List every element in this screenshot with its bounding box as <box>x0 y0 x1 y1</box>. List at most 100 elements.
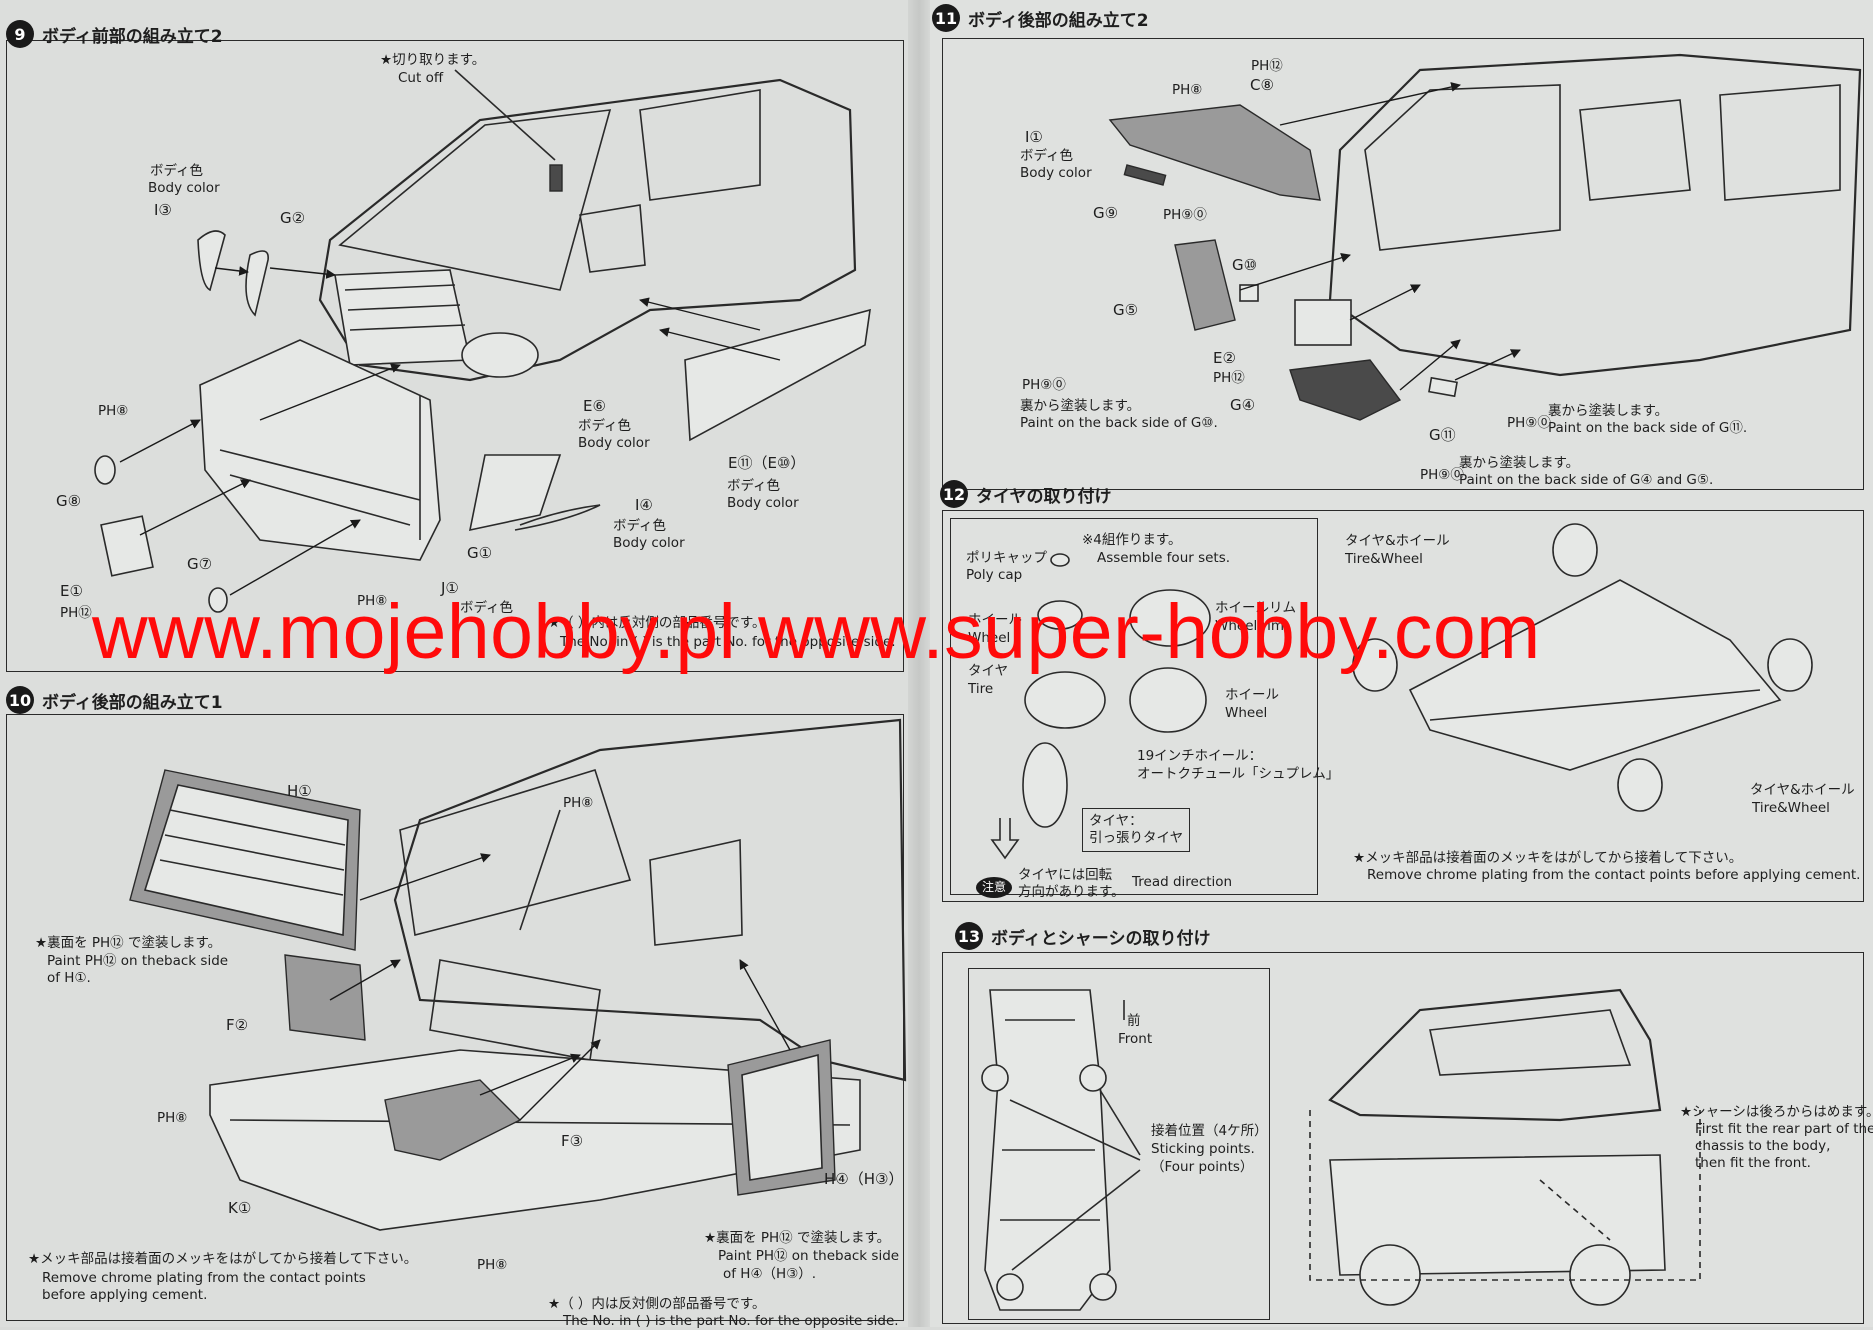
label-c8: C⑧ <box>1250 76 1274 94</box>
g45-back-paint-en: Paint on the back side of G④ and G⑤. <box>1459 472 1714 488</box>
wheel-jp: ホイール <box>1225 687 1279 703</box>
part-f3-lamp <box>384 1079 522 1161</box>
tire-wheel-fr <box>1767 638 1813 692</box>
h1-paint-en-1: Paint PH⑫ on theback side <box>47 953 229 969</box>
caution-label: 注意 <box>976 877 1013 898</box>
label-e2: E② <box>1213 349 1236 367</box>
wheel19-jp-1: 19インチホイール： <box>1137 748 1263 764</box>
cut-off-en: Cut off <box>398 70 444 86</box>
label-i4: I④ <box>635 496 653 514</box>
step11-frame <box>942 38 1864 490</box>
part-e1-plate <box>100 515 154 577</box>
step9-body-color-en: Body color <box>148 180 220 196</box>
front-en: Front <box>1118 1031 1153 1047</box>
chassis <box>1408 579 1782 771</box>
label-g9: G⑨ <box>1093 204 1119 222</box>
label-e6: E⑥ <box>583 397 606 415</box>
step10-opposite-en: The No. in ( ) is the part No. for the o… <box>563 1313 899 1329</box>
label-g2: G② <box>280 209 306 227</box>
front-jp: 前 <box>1127 1013 1141 1029</box>
spoiler <box>1108 104 1321 201</box>
tire-wheel-rr <box>1552 523 1598 577</box>
tire-wheel-en-bottom: Tire&Wheel <box>1752 800 1830 816</box>
body-side-view <box>1328 988 1662 1122</box>
step10-number: 10 <box>6 686 34 714</box>
step10-chrome-en-1: Remove chrome plating from the contact p… <box>42 1270 366 1286</box>
label-i3: I③ <box>154 201 172 219</box>
step12-heading: 12 タイヤの取り付け <box>940 480 1112 508</box>
wheel-en: Wheel <box>1225 705 1268 721</box>
h4-paint-en-1: Paint PH⑫ on theback side <box>718 1248 900 1264</box>
label-g7: G⑦ <box>187 555 213 573</box>
label-h1: H① <box>287 782 312 800</box>
step13-title: ボディとシャーシの取り付け <box>991 928 1211 949</box>
side-skirt <box>684 308 871 442</box>
label-k1: K① <box>228 1199 252 1217</box>
i4-body-color-jp: ボディ色 <box>613 518 667 534</box>
label-ph8-bumper: PH⑧ <box>357 593 388 609</box>
step11-heading: 11 ボディ後部の組み立て2 <box>932 4 1149 32</box>
step10-chrome-en-2: before applying cement. <box>42 1287 208 1303</box>
step9-frame <box>6 40 904 672</box>
e6-body-color-en: Body color <box>578 435 650 451</box>
tire-wheel-jp-top: タイヤ&ホイール <box>1345 533 1450 549</box>
tire-en: Tire <box>968 681 994 697</box>
page-gutter <box>908 0 930 1327</box>
tread-jp-1: タイヤには回転 <box>1018 867 1113 883</box>
sticking-en-1: Sticking points. <box>1151 1141 1255 1157</box>
label-e11: E⑪（E⑩） <box>728 454 806 472</box>
step9-number: 9 <box>6 20 34 48</box>
label-g11: G⑪ <box>1429 426 1456 444</box>
label-ph90-g45: PH⑨⓪ <box>1420 467 1464 483</box>
e6-body-color-jp: ボディ色 <box>578 418 632 434</box>
sticking-jp: 接着位置（4ケ所） <box>1151 1123 1268 1139</box>
part-i3-piece <box>197 230 226 292</box>
sticking-point-2 <box>1079 1064 1107 1092</box>
wheel19-jp-2: オートクチュール「シュプレム」 <box>1137 766 1340 782</box>
wheel-rim <box>1129 589 1211 647</box>
label-ph90-g11: PH⑨⓪ <box>1507 415 1551 431</box>
step9-diagram <box>94 69 871 613</box>
label-ph8-k1: PH⑧ <box>477 1257 508 1273</box>
sticking-point-1 <box>981 1064 1009 1092</box>
step10-diagram <box>129 718 907 1231</box>
g10-back-paint-en: Paint on the back side of G⑩. <box>1020 415 1218 431</box>
i1-body-color-jp: ボディ色 <box>1020 148 1074 164</box>
sticking-point-3 <box>996 1273 1024 1301</box>
tire-stretch-box: タイヤ： 引っ張りタイヤ <box>1082 808 1191 852</box>
part-g9-piece <box>1123 164 1167 186</box>
step12-number: 12 <box>940 480 968 508</box>
tread-jp-2: 方向があります。 <box>1018 884 1125 900</box>
h1-paint-en-2: of H①. <box>47 970 91 986</box>
van-windshield <box>338 109 612 291</box>
j1-body-color-jp: ボディ色 <box>460 600 514 616</box>
label-i1: I① <box>1025 128 1043 146</box>
chassis-side-view <box>1329 1154 1666 1276</box>
corner-panel <box>468 454 562 532</box>
e11-body-color-en: Body color <box>727 495 799 511</box>
van-side-window <box>639 89 761 201</box>
g11-back-paint-en: Paint on the back side of G⑪. <box>1548 420 1748 436</box>
step9-title: ボディ前部の組み立て2 <box>42 26 223 47</box>
rear-bumper <box>209 1049 861 1231</box>
headlight <box>461 332 539 378</box>
step9-body-color-jp: ボディ色 <box>150 163 204 179</box>
label-ph8-spoiler: PH⑧ <box>1172 82 1203 98</box>
label-f2: F② <box>226 1016 249 1034</box>
step9-heading: 9 ボディ前部の組み立て2 <box>6 20 223 48</box>
step10-heading: 10 ボディ後部の組み立て1 <box>6 686 223 714</box>
label-g4: G④ <box>1230 396 1256 414</box>
wheel-rim-jp: ホイールリム <box>1215 600 1296 616</box>
poly-cap-jp: ポリキャップ <box>966 550 1047 566</box>
label-ph12-spoiler: PH⑫ <box>1251 58 1283 74</box>
g11-back-paint-jp: 裏から塗装します。 <box>1548 403 1669 419</box>
part-g8-piece <box>94 455 116 485</box>
tire-stretch-jp-2: 引っ張りタイヤ <box>1089 830 1184 846</box>
tire-wheel-rl <box>1352 638 1398 692</box>
part-g2-piece <box>245 250 269 317</box>
step11-number: 11 <box>932 4 960 32</box>
step10-opposite-jp: ★（ ）内は反対側の部品番号です。 <box>548 1296 766 1312</box>
label-f3: F③ <box>561 1132 584 1150</box>
part-g11-piece <box>1428 376 1458 398</box>
